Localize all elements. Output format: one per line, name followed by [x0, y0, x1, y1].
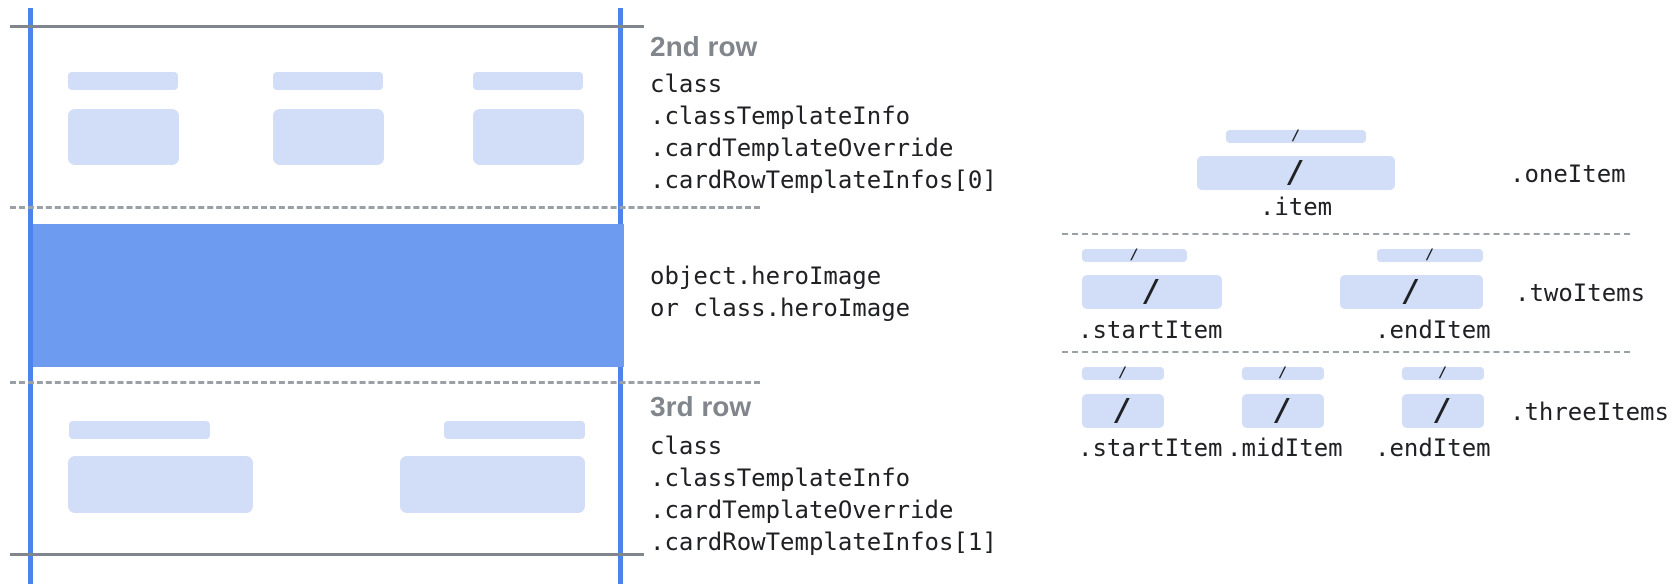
placeholder-label-bar [273, 72, 383, 90]
placeholder-label-bar [68, 72, 178, 90]
slash-placeholder: / [1425, 247, 1435, 263]
code-line: .cardRowTemplateInfos[0] [650, 166, 997, 194]
code-line: .cardTemplateOverride [650, 496, 954, 524]
item-value-bar: / [1082, 275, 1222, 309]
second-row-heading: 2nd row [650, 31, 758, 62]
code-line: object.heroImage [650, 262, 882, 290]
code-line: .cardRowTemplateInfos[1] [650, 528, 997, 556]
item-label-bar: / [1082, 365, 1164, 381]
slash-placeholder: / [1402, 274, 1421, 309]
placeholder-value-box [273, 109, 384, 165]
layout-divider-dashed [1062, 351, 1630, 353]
code-line: or class.heroImage [650, 294, 911, 322]
slash-placeholder: / [1433, 393, 1453, 428]
slash-placeholder: / [1291, 128, 1301, 144]
third-row-code-path: class .classTemplateInfo .cardTemplateOv… [650, 430, 997, 558]
item-value-bar: / [1402, 394, 1484, 428]
card-top-boundary-line [10, 25, 644, 28]
code-line: .cardTemplateOverride [650, 134, 954, 162]
item-value-bar: / [1082, 394, 1164, 428]
card-bottom-boundary-line [10, 553, 644, 556]
placeholder-value-box [68, 456, 253, 513]
item-field-label: .midItem [1227, 434, 1343, 462]
item-value-bar: / [1340, 275, 1483, 309]
hero-image-code-path: object.heroImage or class.heroImage [650, 260, 910, 324]
item-value-bar: / [1242, 394, 1324, 428]
slash-placeholder: / [1118, 365, 1128, 381]
layout-name-label: .threeItems [1510, 398, 1669, 426]
item-label-bar: / [1242, 365, 1324, 381]
item-field-label: .startItem [1078, 316, 1223, 344]
slash-placeholder: / [1438, 365, 1448, 381]
placeholder-value-box [68, 109, 179, 165]
row-divider-dashed-bottom [10, 381, 760, 384]
item-field-label: .endItem [1375, 316, 1491, 344]
hero-image-band [33, 224, 624, 367]
slash-placeholder: / [1130, 247, 1139, 263]
item-value-bar: / [1197, 156, 1395, 190]
row-divider-dashed-top [10, 206, 760, 209]
layout-name-label: .twoItems [1515, 279, 1646, 307]
code-line: class [650, 70, 723, 98]
third-row-heading: 3rd row [650, 391, 752, 422]
item-label-bar: / [1082, 247, 1187, 263]
code-line: .classTemplateInfo [650, 464, 911, 492]
placeholder-value-box [400, 456, 585, 513]
placeholder-label-bar [69, 421, 210, 439]
layout-divider-dashed [1062, 233, 1630, 235]
item-label-bar: / [1402, 365, 1484, 381]
slash-placeholder: / [1278, 365, 1288, 381]
code-line: class [650, 432, 723, 460]
slash-placeholder: / [1273, 393, 1293, 428]
item-field-label: .item [1259, 193, 1333, 221]
second-row-code-path: class .classTemplateInfo .cardTemplateOv… [650, 68, 997, 196]
item-label-bar: / [1377, 247, 1483, 263]
slash-placeholder: / [1142, 274, 1162, 309]
card-left-guide-line [28, 8, 33, 584]
placeholder-label-bar [473, 72, 583, 90]
placeholder-label-bar [444, 421, 585, 439]
slash-placeholder: / [1286, 155, 1306, 190]
placeholder-value-box [473, 109, 584, 165]
item-field-label: .startItem [1078, 434, 1223, 462]
layout-name-label: .oneItem [1510, 160, 1626, 188]
code-line: .classTemplateInfo [650, 102, 911, 130]
slash-placeholder: / [1113, 393, 1133, 428]
item-field-label: .endItem [1375, 434, 1491, 462]
item-label-bar: / [1226, 128, 1366, 144]
